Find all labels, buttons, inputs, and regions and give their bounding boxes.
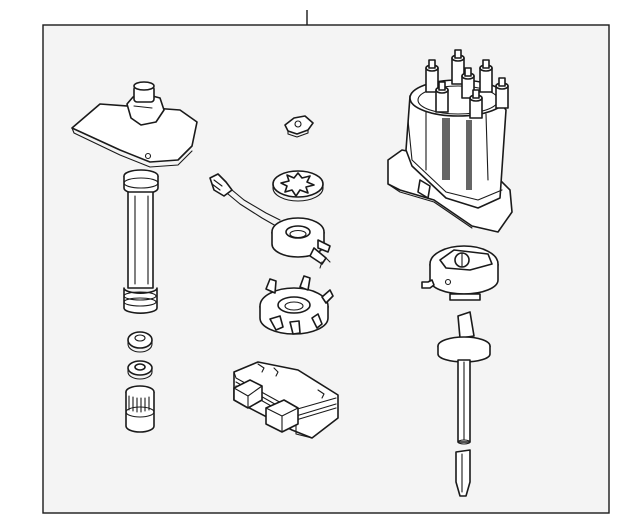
magnet-plate[interactable] [259, 275, 334, 335]
pole-piece[interactable] [272, 170, 324, 202]
main-shaft[interactable] [437, 311, 491, 445]
rotor[interactable] [421, 245, 499, 301]
roll-pin[interactable] [455, 449, 471, 497]
pickup-coil[interactable] [209, 173, 331, 269]
drive-gear[interactable] [125, 385, 155, 433]
distributor-housing[interactable] [71, 81, 198, 314]
ignition-module[interactable] [233, 361, 339, 439]
retainer-clip[interactable] [284, 115, 314, 138]
distributor-cap[interactable] [387, 49, 513, 233]
shaft-washer[interactable] [127, 331, 153, 353]
shaft-small-washer[interactable] [127, 360, 153, 380]
